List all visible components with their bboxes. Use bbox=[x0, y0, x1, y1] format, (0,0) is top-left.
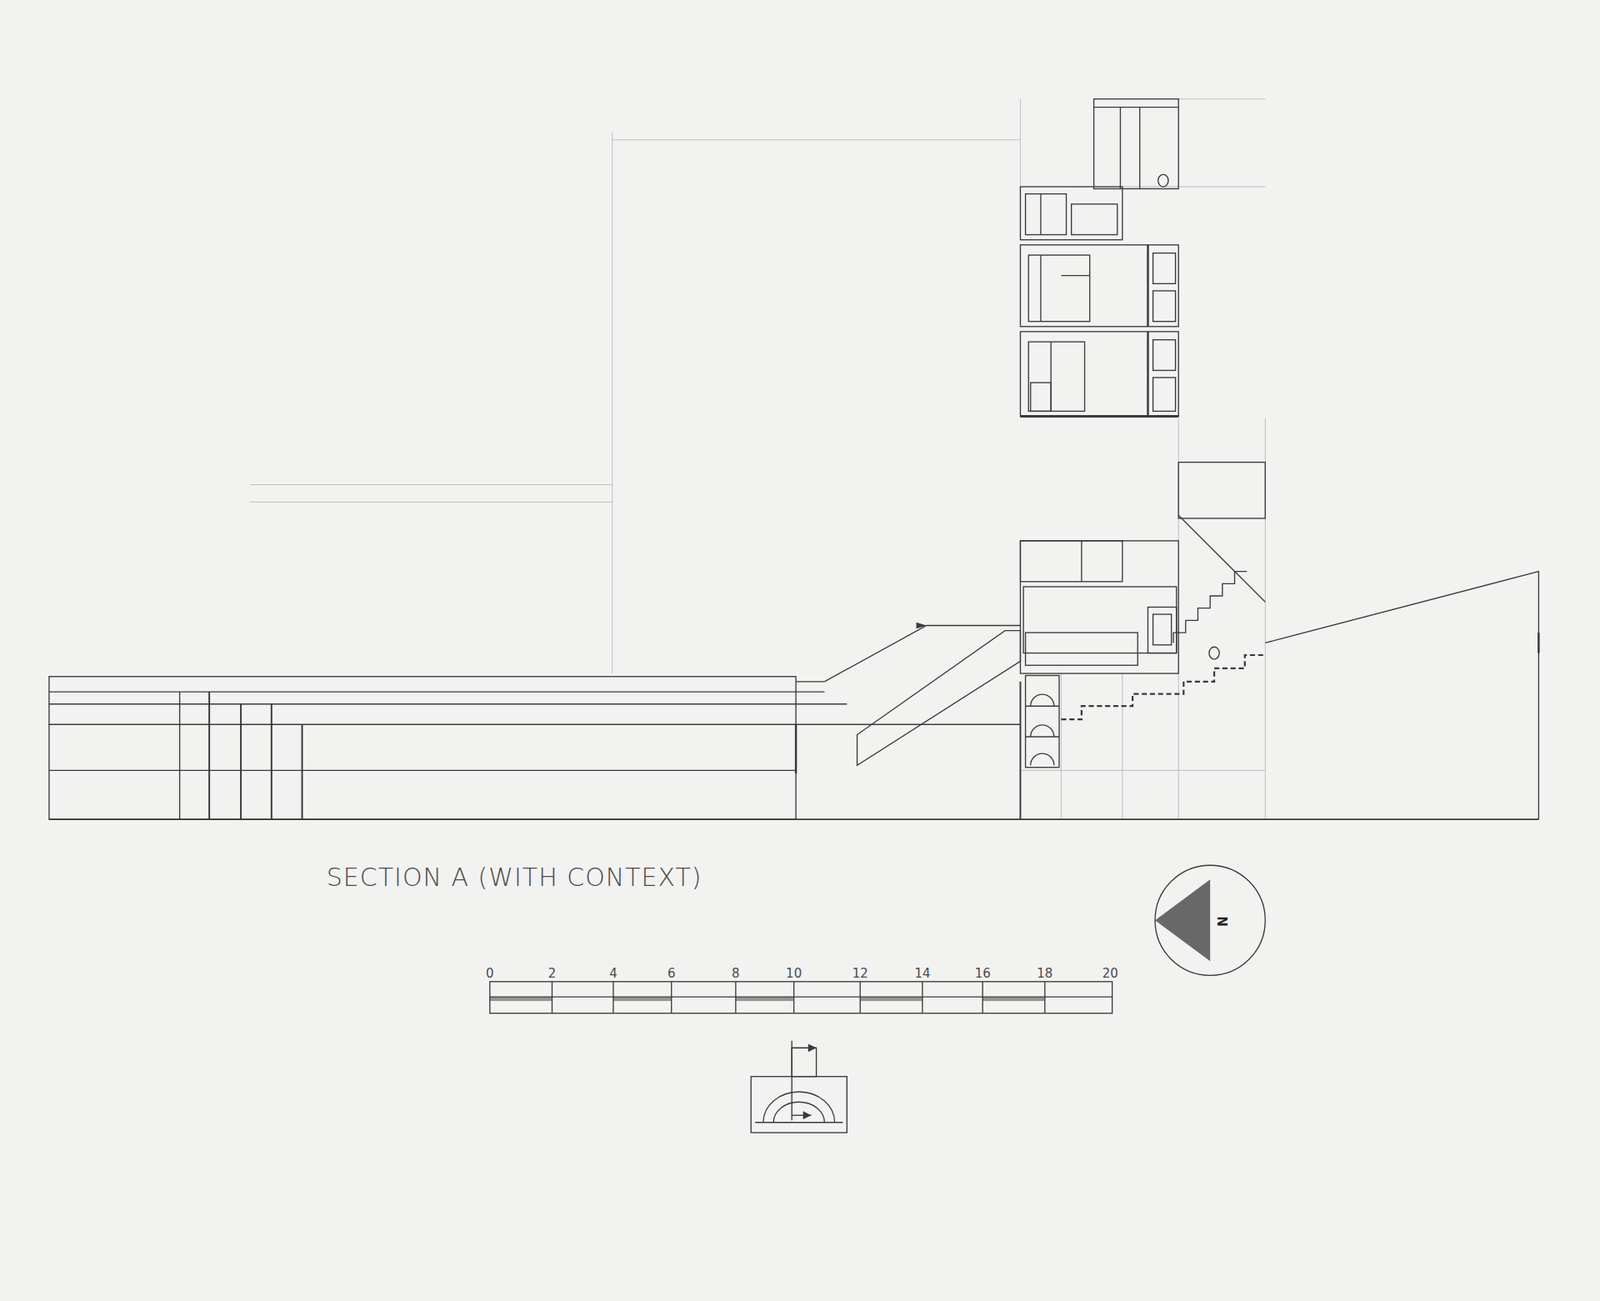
scale-number: 16 bbox=[975, 967, 991, 980]
scale-number: 8 bbox=[731, 967, 740, 980]
scale-number: 12 bbox=[852, 967, 869, 980]
scale-number: 2 bbox=[548, 967, 557, 980]
scale-number: 6 bbox=[667, 967, 676, 980]
scale-number: 14 bbox=[914, 967, 930, 980]
scale-number: 4 bbox=[609, 967, 618, 980]
section-title: SECTION A (WITH CONTEXT) bbox=[326, 865, 703, 890]
scale-number: 18 bbox=[1036, 967, 1053, 980]
scale-number: 10 bbox=[785, 967, 802, 980]
scale-number: 0 bbox=[485, 967, 495, 980]
scale-number: 20 bbox=[1102, 967, 1119, 980]
north-label: N bbox=[1215, 915, 1228, 927]
